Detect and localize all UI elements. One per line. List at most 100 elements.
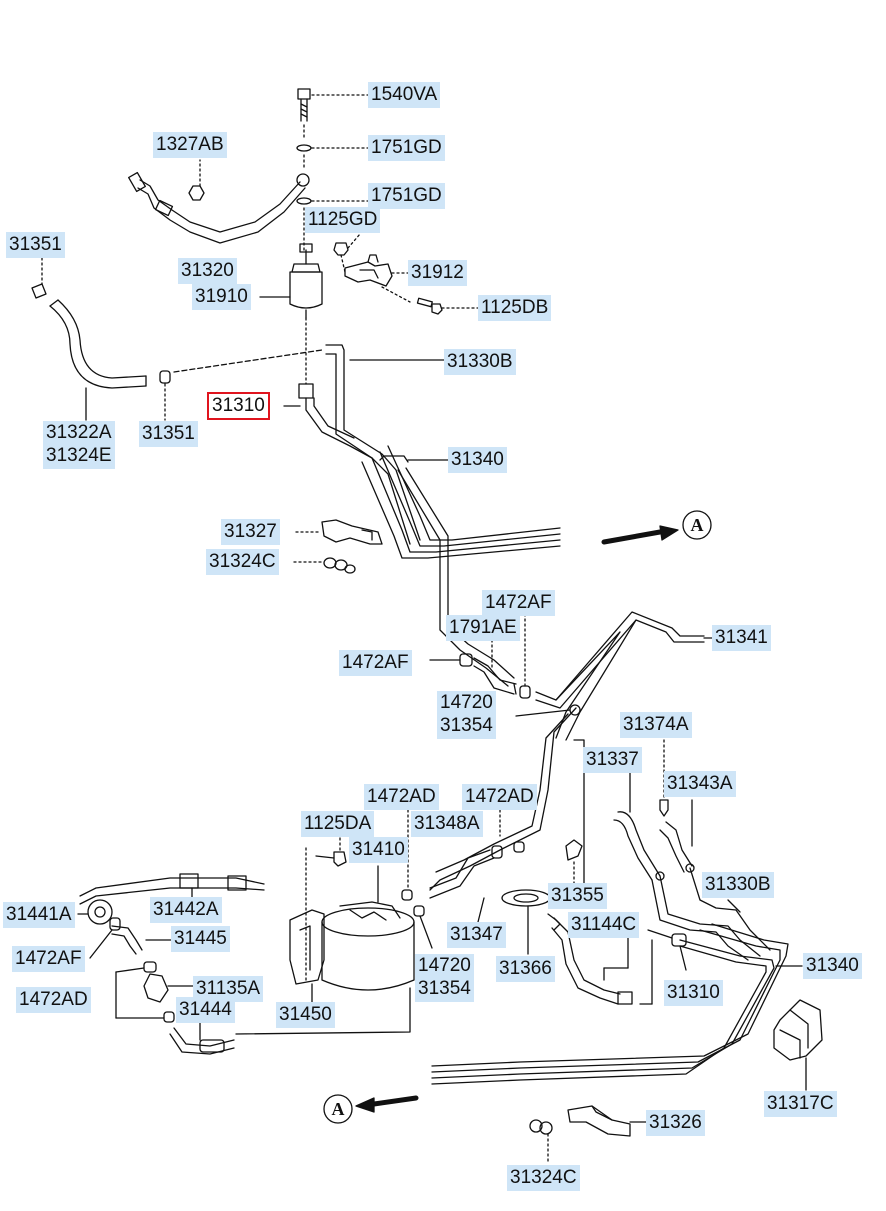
label-31450[interactable]: 31450: [276, 1002, 335, 1028]
label-1472ad-right[interactable]: 1472AD: [462, 784, 537, 810]
clamp-31374a: [659, 799, 669, 817]
fuel-line-bundle-lower: [431, 923, 789, 1085]
callout-a-bottom-text: A: [332, 1099, 345, 1119]
fuel-line-31341: [535, 611, 705, 741]
vapor-line-31340: [397, 467, 515, 687]
clip-31324c-b: [529, 1119, 553, 1135]
nut-1327ab: [188, 185, 205, 201]
bracket-31317c: [773, 999, 823, 1061]
label-1327ab[interactable]: 1327AB: [153, 132, 227, 158]
hose-31445: [109, 917, 143, 955]
label-1472ad-bottom[interactable]: 1472AD: [16, 987, 91, 1013]
fuel-line-31310-upper: [298, 383, 373, 459]
bolt-1125db: [416, 297, 479, 315]
bolt-1125gd: [333, 242, 349, 273]
label-31351-b[interactable]: 31351: [139, 421, 198, 447]
bolt-1540va: [297, 88, 311, 122]
bracket-31326: [567, 1105, 631, 1137]
label-31374a[interactable]: 31374A: [620, 712, 692, 738]
label-31322a-31324e[interactable]: 31322A 31324E: [43, 421, 115, 469]
hose-31343a: [659, 821, 695, 873]
label-31320[interactable]: 31320: [178, 258, 237, 284]
hose-1791ae: [473, 657, 517, 695]
clamp-31351-a: [31, 283, 47, 299]
label-1472af-right[interactable]: 1472AF: [482, 590, 555, 616]
arrow-to-a-bottom: [355, 1095, 419, 1113]
label-31317c[interactable]: 31317C: [764, 1091, 837, 1117]
label-31341[interactable]: 31341: [712, 625, 771, 651]
callout-a-bottom: [323, 1094, 353, 1124]
fuel-filter-31910: [289, 243, 323, 319]
label-31910[interactable]: 31910: [192, 284, 251, 310]
label-31444[interactable]: 31444: [176, 997, 235, 1023]
bracket-31327: [321, 519, 383, 545]
fuel-line-bundle-upper: [361, 445, 561, 559]
label-1472af-bottom[interactable]: 1472AF: [12, 946, 85, 972]
canister-outlet-line: [235, 987, 411, 1035]
label-14720-31354-lower[interactable]: 14720 31354: [415, 954, 474, 1002]
label-1751gd-upper[interactable]: 1751GD: [368, 135, 445, 161]
label-1125db[interactable]: 1125DB: [478, 295, 552, 321]
label-31326[interactable]: 31326: [646, 1110, 705, 1136]
label-14720-31354-upper[interactable]: 14720 31354: [437, 691, 496, 739]
label-31330b-lower[interactable]: 31330B: [702, 872, 774, 898]
hose-31444: [169, 1027, 235, 1055]
washer-1751gd-upper: [296, 144, 312, 152]
label-31347[interactable]: 31347: [447, 922, 506, 948]
label-31366[interactable]: 31366: [496, 956, 555, 982]
grommet-31366: [501, 889, 551, 907]
label-31310-lower[interactable]: 31310: [664, 980, 723, 1006]
label-1751gd-lower[interactable]: 1751GD: [368, 183, 445, 209]
hose-31144c: [547, 913, 633, 1005]
bracket-31450: [289, 909, 325, 985]
label-31355[interactable]: 31355: [548, 883, 607, 909]
label-31442a[interactable]: 31442A: [150, 897, 222, 923]
label-31330b-upper[interactable]: 31330B: [444, 349, 516, 375]
label-1125gd[interactable]: 1125GD: [305, 207, 381, 233]
canister-31410: [321, 901, 415, 991]
label-1791ae[interactable]: 1791AE: [446, 615, 520, 641]
clip-1472ad-a: [401, 889, 425, 917]
washer-1751gd-lower: [296, 197, 312, 205]
fuel-line-14720-31354: [429, 704, 581, 891]
arrow-to-a-top: [601, 525, 679, 545]
fuel-line-31310-lower: [647, 929, 687, 947]
label-31912[interactable]: 31912: [408, 260, 467, 286]
callout-a-top: [682, 510, 712, 540]
label-31327[interactable]: 31327: [221, 519, 280, 545]
label-31351-a[interactable]: 31351: [6, 232, 65, 258]
clip-31355: [565, 839, 583, 861]
label-31310-selected[interactable]: 31310: [207, 392, 270, 420]
label-31324c-lower[interactable]: 31324C: [507, 1165, 580, 1191]
label-1472af-left[interactable]: 1472AF: [339, 650, 412, 676]
label-31348a[interactable]: 31348A: [411, 811, 483, 837]
hose-31348a: [429, 845, 503, 899]
label-1472ad-left[interactable]: 1472AD: [364, 784, 439, 810]
bolt-1125da: [315, 851, 347, 867]
clip-1472af-a: [459, 653, 473, 667]
fuel-line-31330b-upper: [325, 344, 421, 545]
clip-1472af-b: [519, 685, 531, 699]
valve-31441a: [87, 899, 113, 925]
label-1540va[interactable]: 1540VA: [368, 82, 441, 108]
label-31340-upper[interactable]: 31340: [448, 447, 507, 473]
label-31340-lower[interactable]: 31340: [803, 953, 862, 979]
clip-31324c-a: [323, 557, 356, 574]
hose-31442a: [79, 873, 265, 905]
label-31343a[interactable]: 31343A: [664, 771, 736, 797]
label-31337[interactable]: 31337: [583, 747, 642, 773]
label-31144c[interactable]: 31144C: [568, 912, 640, 938]
hose-31337: [613, 811, 665, 881]
label-1125da[interactable]: 1125DA: [301, 811, 375, 837]
clip-1472ad-b: [513, 841, 525, 853]
label-31410[interactable]: 31410: [349, 837, 408, 863]
valve-31135a: [143, 961, 197, 1023]
label-31445[interactable]: 31445: [171, 926, 230, 952]
callout-a-top-text: A: [691, 515, 704, 535]
bracket-31912: [344, 254, 393, 287]
label-31324c-upper[interactable]: 31324C: [206, 549, 279, 575]
clamp-31351-b: [159, 370, 171, 384]
label-31441a[interactable]: 31441A: [3, 902, 75, 928]
hose-31322a: [49, 299, 147, 389]
